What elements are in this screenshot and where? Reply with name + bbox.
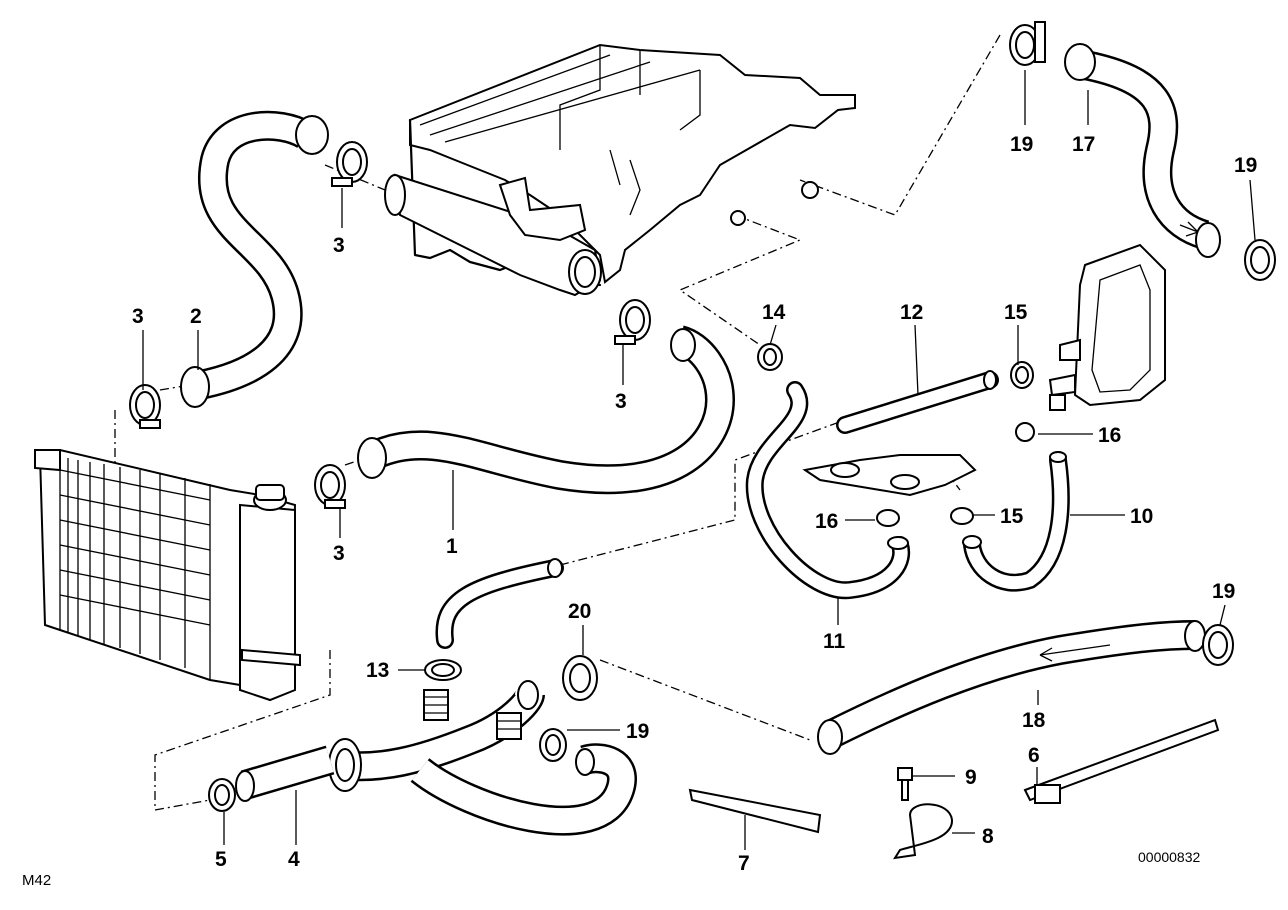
callout-7: 7 xyxy=(738,852,750,875)
callout-19: 19 xyxy=(626,720,649,743)
callout-20: 20 xyxy=(568,600,591,623)
hose-10 xyxy=(962,451,1070,592)
callout-13: 13 xyxy=(366,659,389,682)
callout-16: 16 xyxy=(1098,424,1121,447)
callout-17: 17 xyxy=(1072,133,1095,156)
callout-4: 4 xyxy=(288,848,300,871)
callout-19: 19 xyxy=(1212,580,1235,603)
callout-11: 11 xyxy=(823,630,846,653)
hose-4 xyxy=(235,745,335,802)
callout-16: 16 xyxy=(815,510,838,533)
callout-15: 15 xyxy=(1004,301,1028,324)
callout-19: 19 xyxy=(1234,154,1257,177)
callout-3: 3 xyxy=(333,234,345,257)
callout-3: 3 xyxy=(333,542,345,565)
engine-block xyxy=(384,43,856,297)
hose-18 xyxy=(817,620,1206,755)
callout-18: 18 xyxy=(1022,709,1046,732)
callout-3: 3 xyxy=(132,305,144,328)
callout-14: 14 xyxy=(762,301,786,324)
hose-12 xyxy=(836,370,999,434)
callout-5: 5 xyxy=(215,848,227,871)
callout-12: 12 xyxy=(900,301,923,324)
callout-2: 2 xyxy=(190,305,202,328)
callout-3: 3 xyxy=(615,390,627,413)
callout-6: 6 xyxy=(1028,744,1040,767)
callout-1: 1 xyxy=(446,535,458,558)
callout-15: 15 xyxy=(1000,505,1024,528)
clamps xyxy=(129,21,1276,860)
diagram-reference-number: 00000832 xyxy=(1138,849,1201,865)
callout-8: 8 xyxy=(982,825,994,848)
hose-upper-bend xyxy=(435,558,564,649)
leader-lines xyxy=(142,70,1256,850)
gasket-plate xyxy=(802,454,977,497)
callout-10: 10 xyxy=(1130,505,1153,528)
hose-lower-y xyxy=(328,680,637,836)
hose-17 xyxy=(1064,43,1221,258)
callout-19: 19 xyxy=(1010,133,1033,156)
radiator xyxy=(34,448,301,702)
hose-1 xyxy=(357,325,735,495)
model-tag: M42 xyxy=(22,872,51,889)
heater-valve xyxy=(1048,243,1166,411)
callout-labels: 1 2 3 3 3 3 4 5 6 7 8 9 10 11 12 13 14 1… xyxy=(132,133,1257,875)
hose-2 xyxy=(180,110,329,408)
hose-11 xyxy=(745,381,911,600)
callout-9: 9 xyxy=(965,766,977,789)
